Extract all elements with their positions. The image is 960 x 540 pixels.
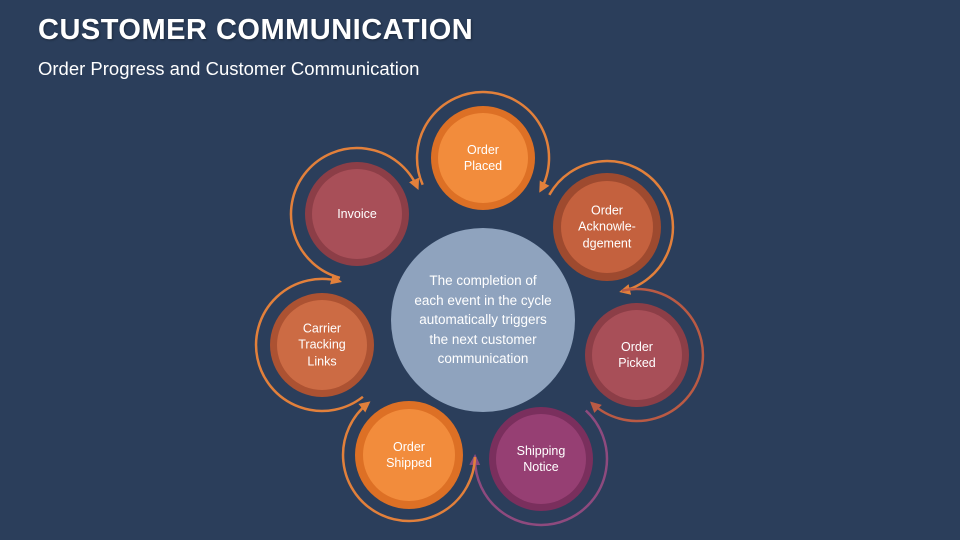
flow-arc-order-picked xyxy=(589,287,705,423)
node-fill xyxy=(363,409,455,501)
node-label-order-acknowledgement: Order Acknowle- dgement xyxy=(578,203,636,251)
node-order-picked xyxy=(585,303,689,407)
node-order-placed xyxy=(431,106,535,210)
node-carrier-tracking-links xyxy=(270,293,374,397)
node-label-order-placed: Order Placed xyxy=(463,142,503,173)
flow-arc-order-acknowledgement xyxy=(548,159,675,295)
node-fill xyxy=(592,310,682,400)
node-label-order-shipped: Order Shipped xyxy=(386,439,432,470)
node-fill xyxy=(312,169,402,259)
node-fill xyxy=(561,181,653,273)
center-text: The completion of each event in the cycl… xyxy=(414,273,552,367)
page-title: CUSTOMER COMMUNICATION xyxy=(38,14,474,46)
node-shipping-notice xyxy=(489,407,593,511)
center-circle xyxy=(391,228,575,412)
node-fill xyxy=(277,300,367,390)
page-subtitle: Order Progress and Customer Communicatio… xyxy=(38,58,420,79)
node-order-shipped xyxy=(355,401,463,509)
node-fill xyxy=(438,113,528,203)
node-label-order-picked: Order Picked xyxy=(618,339,656,370)
node-fill xyxy=(496,414,586,504)
node-label-shipping-notice: Shipping Notice xyxy=(516,443,566,474)
node-order-acknowledgement xyxy=(553,173,661,281)
node-label-carrier-tracking-links: Carrier Tracking Links xyxy=(298,321,346,369)
flow-arc-invoice xyxy=(289,146,420,280)
node-label-invoice: Invoice xyxy=(337,206,377,221)
flow-arc-order-shipped xyxy=(341,401,477,523)
node-invoice xyxy=(305,162,409,266)
flow-arc-shipping-notice xyxy=(469,409,609,527)
flow-arc-order-placed xyxy=(415,90,551,193)
flow-arc-carrier-tracking-links xyxy=(254,273,364,413)
